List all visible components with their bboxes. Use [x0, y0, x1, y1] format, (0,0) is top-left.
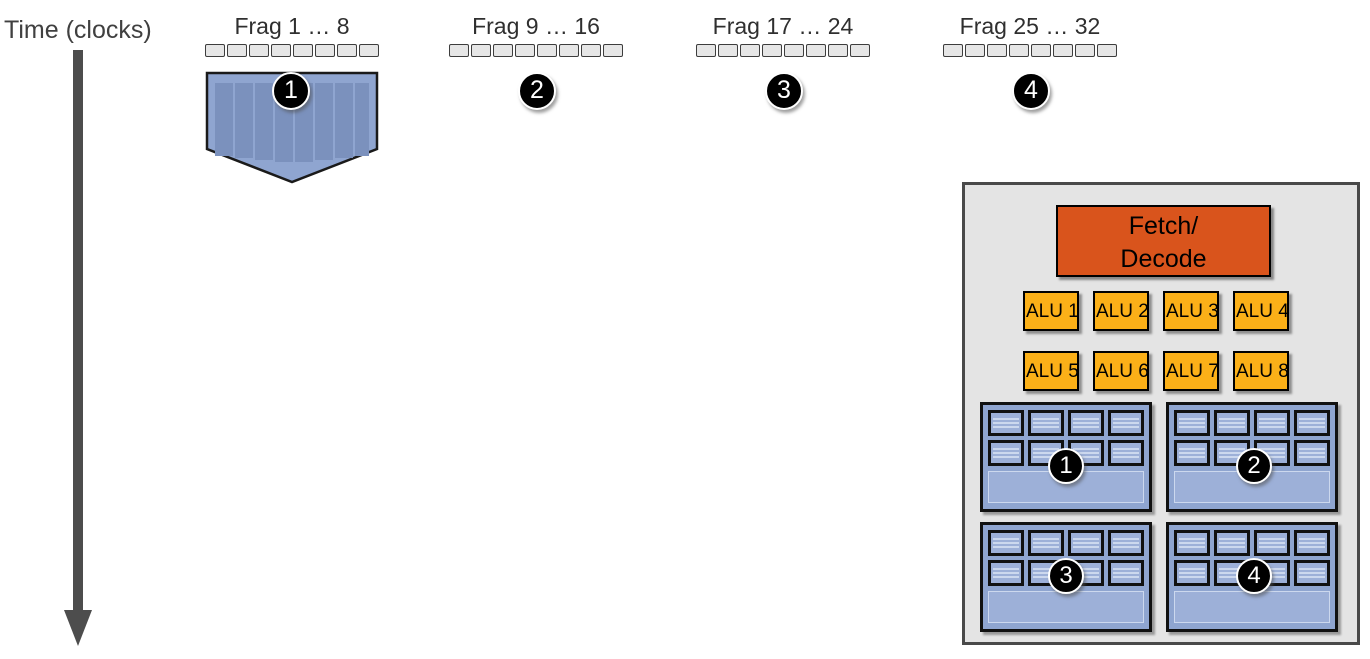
alu-6: ALU 6: [1093, 351, 1149, 391]
frag-square: [603, 44, 623, 57]
alu-8: ALU 8: [1233, 351, 1289, 391]
frag-square: [1053, 44, 1073, 57]
frag-group-1-badge: 1: [272, 72, 310, 110]
frag-square: [806, 44, 826, 57]
context-block-2-badge: 2: [1236, 448, 1272, 484]
context-cell: [1068, 410, 1104, 436]
frag-group-2-title: Frag 9 … 16: [472, 13, 600, 39]
frag-square: [943, 44, 963, 57]
time-axis-label: Time (clocks): [4, 16, 152, 44]
frag-square: [718, 44, 738, 57]
context-block-4: [1166, 522, 1338, 632]
frag-square: [315, 44, 335, 57]
context-cell: [1254, 410, 1290, 436]
context-block-3-badge: 3: [1048, 558, 1084, 594]
context-cell: [1108, 440, 1144, 466]
context-cell: [1108, 560, 1144, 586]
context-cell: [1294, 410, 1330, 436]
frag-square: [581, 44, 601, 57]
frag-group-1-squares: [196, 44, 388, 57]
context-block-4-badge: 4: [1236, 558, 1272, 594]
context-cell: [1254, 530, 1290, 556]
context-cell: [1294, 560, 1330, 586]
frag-group-4: Frag 25 … 32: [934, 12, 1126, 57]
context-block-3: [980, 522, 1152, 632]
alu-5: ALU 5: [1023, 351, 1079, 391]
work-block-shape: [205, 71, 379, 184]
frag-square: [828, 44, 848, 57]
frag-square: [205, 44, 225, 57]
context-cell: [988, 440, 1024, 466]
alu-1: ALU 1: [1023, 291, 1079, 331]
context-cell: [1028, 410, 1064, 436]
frag-square: [784, 44, 804, 57]
time-arrow-icon: [60, 50, 96, 650]
core-panel: Fetch/ Decode ALU 1 ALU 2 ALU 3 ALU 4 AL…: [962, 182, 1360, 645]
frag-square: [1031, 44, 1051, 57]
frag-square: [696, 44, 716, 57]
context-cell: [988, 410, 1024, 436]
frag-square: [1009, 44, 1029, 57]
context-cell: [1174, 410, 1210, 436]
context-block-1-badge: 1: [1048, 448, 1084, 484]
frag-group-1: Frag 1 … 8: [196, 12, 388, 57]
context-block-3-grid: [988, 530, 1144, 586]
frag-square: [1075, 44, 1095, 57]
context-cell: [1294, 440, 1330, 466]
context-cell: [988, 530, 1024, 556]
context-block-3-bar: [988, 591, 1144, 623]
context-cell: [1108, 410, 1144, 436]
context-cell: [1214, 530, 1250, 556]
frag-group-4-badge: 4: [1012, 72, 1050, 110]
context-cell: [1174, 560, 1210, 586]
frag-square: [249, 44, 269, 57]
frag-square: [493, 44, 513, 57]
frag-group-3-title: Frag 17 … 24: [712, 13, 854, 39]
frag-group-3-badge: 3: [765, 72, 803, 110]
frag-square: [740, 44, 760, 57]
frag-square: [227, 44, 247, 57]
frag-square: [965, 44, 985, 57]
context-cell: [1174, 440, 1210, 466]
context-cell: [1294, 530, 1330, 556]
alu-3: ALU 3: [1163, 291, 1219, 331]
frag-group-2: Frag 9 … 16: [440, 12, 632, 57]
frag-square: [762, 44, 782, 57]
fetch-decode-line-2: Decode: [1120, 245, 1207, 273]
frag-group-3-squares: [687, 44, 879, 57]
frag-square: [471, 44, 491, 57]
frag-square: [537, 44, 557, 57]
frag-square: [359, 44, 379, 57]
frag-square: [293, 44, 313, 57]
context-cell: [1028, 530, 1064, 556]
frag-group-4-squares: [934, 44, 1126, 57]
frag-square: [449, 44, 469, 57]
alu-7: ALU 7: [1163, 351, 1219, 391]
context-cell: [1108, 530, 1144, 556]
alu-2: ALU 2: [1093, 291, 1149, 331]
frag-square: [850, 44, 870, 57]
context-cell: [1214, 410, 1250, 436]
frag-square: [559, 44, 579, 57]
alu-4: ALU 4: [1233, 291, 1289, 331]
frag-group-1-title: Frag 1 … 8: [234, 13, 350, 39]
frag-group-3: Frag 17 … 24: [687, 12, 879, 57]
frag-square: [987, 44, 1007, 57]
context-cell: [988, 560, 1024, 586]
frag-group-4-title: Frag 25 … 32: [959, 13, 1101, 39]
fetch-decode-line-1: Fetch/: [1128, 212, 1199, 240]
frag-group-2-badge: 2: [518, 72, 556, 110]
frag-square: [515, 44, 535, 57]
frag-group-2-squares: [440, 44, 632, 57]
frag-square: [1097, 44, 1117, 57]
frag-square: [337, 44, 357, 57]
context-cell: [1174, 530, 1210, 556]
fetch-decode-unit: Fetch/ Decode: [1056, 205, 1271, 277]
context-cell: [1068, 530, 1104, 556]
frag-square: [271, 44, 291, 57]
context-block-4-grid: [1174, 530, 1330, 586]
context-block-4-bar: [1174, 591, 1330, 623]
